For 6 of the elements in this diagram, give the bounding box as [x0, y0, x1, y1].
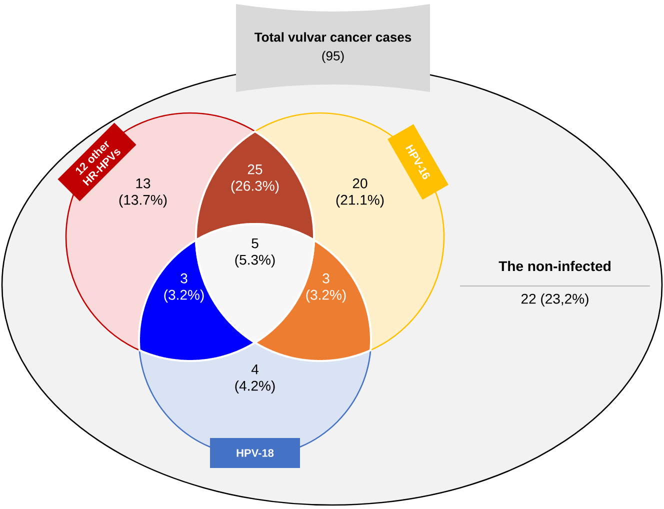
- title-tab: Total vulvar cancer cases (95): [236, 4, 430, 92]
- count-label: 4 (4.2%): [235, 364, 275, 394]
- heading: The non-infected: [498, 260, 610, 272]
- count-label: 20 (21.1%): [336, 178, 384, 208]
- set-tag: HPV-18: [210, 438, 300, 468]
- count-label: 22 (23,2%): [521, 293, 588, 307]
